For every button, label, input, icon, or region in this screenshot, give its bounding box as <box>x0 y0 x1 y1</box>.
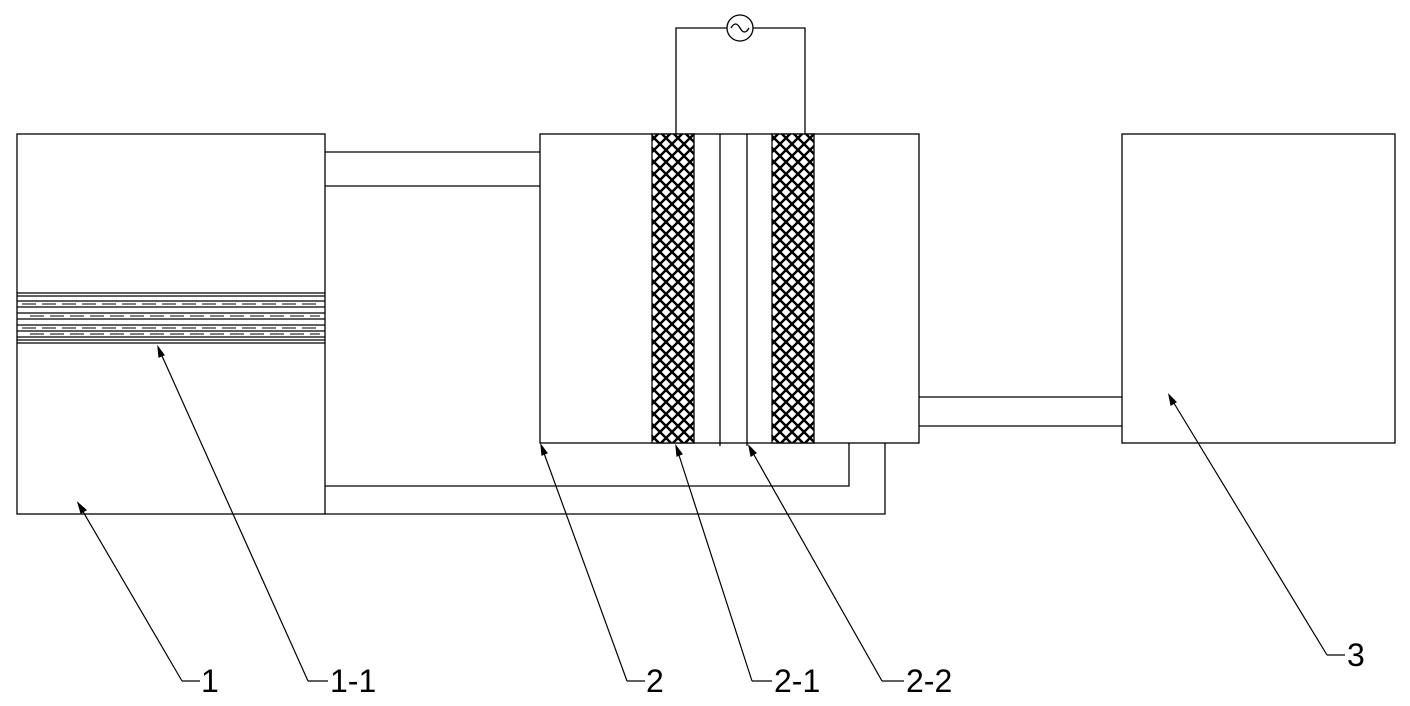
leader-3 <box>1168 393 1345 656</box>
label-2-1: 2-1 <box>774 663 820 699</box>
ac-source-icon <box>726 14 754 42</box>
label-1: 1 <box>201 663 219 699</box>
unit-2-box <box>539 133 920 444</box>
label-1-1: 1-1 <box>330 663 376 699</box>
power-supply-circuit <box>675 14 806 134</box>
outlet-pipe <box>919 396 1122 427</box>
leader-2-1 <box>675 443 772 682</box>
leader-2 <box>540 442 645 682</box>
return-pipe <box>325 443 886 515</box>
layer-1-1 <box>17 292 325 344</box>
label-2: 2 <box>646 663 664 699</box>
electrode-right <box>771 133 815 444</box>
label-3: 3 <box>1347 637 1365 673</box>
leader-1 <box>76 501 200 682</box>
unit-3-box <box>1121 133 1396 444</box>
membrane-2-2 <box>719 134 748 446</box>
label-2-2: 2-2 <box>906 663 952 699</box>
upper-connecting-pipe <box>325 151 540 187</box>
leader-2-2 <box>748 444 904 682</box>
electrode-left <box>651 133 695 444</box>
unit-1-box <box>16 133 326 515</box>
leader-1-1 <box>157 344 328 682</box>
